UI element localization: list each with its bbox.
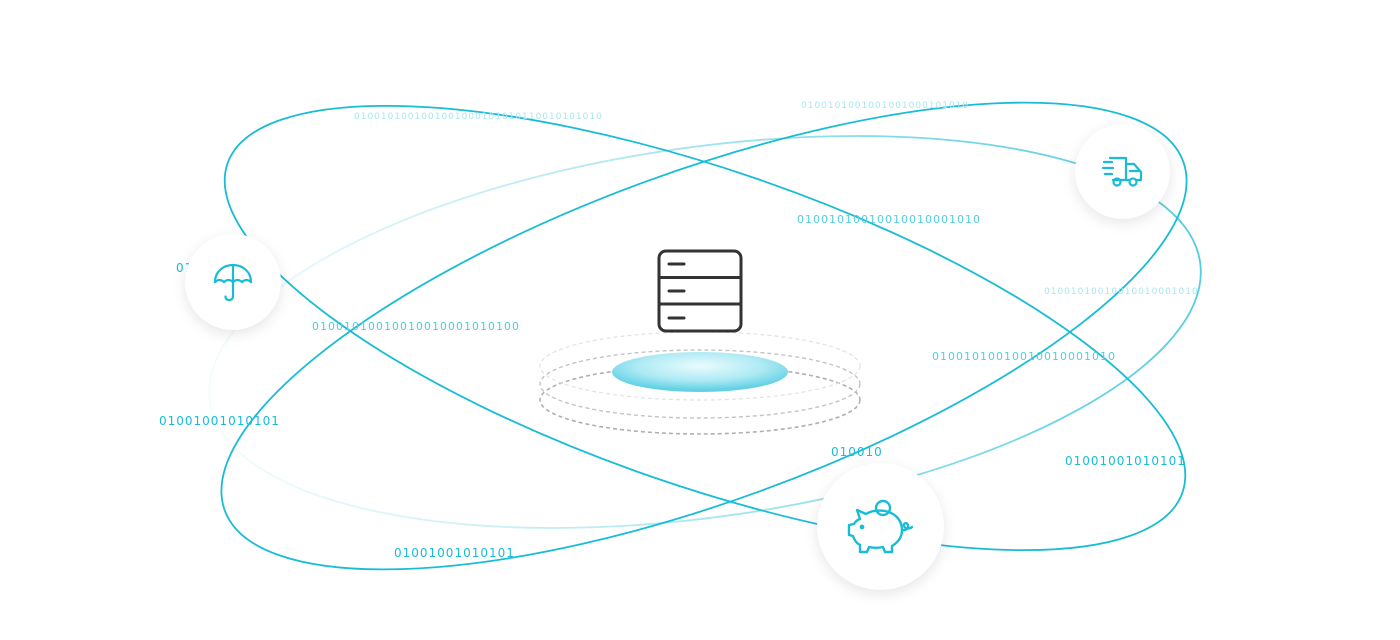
piggy-bank-icon	[847, 499, 913, 553]
binary-string: 01001010010010010001010100	[312, 320, 520, 333]
binary-string: 01001010010010010001010	[1044, 287, 1199, 297]
umbrella-icon	[213, 263, 253, 302]
binary-string: 010010	[831, 445, 883, 459]
binary-string: 01001001010101	[1065, 454, 1186, 468]
umbrella-node[interactable]	[185, 234, 281, 330]
binary-string: 01001001010101	[159, 414, 280, 428]
server-icon	[657, 249, 743, 333]
delivery-truck-icon	[1101, 156, 1142, 187]
orbit-faint	[208, 135, 1202, 529]
binary-string: 0100101001001001000101010	[801, 101, 970, 111]
orbit-b	[220, 101, 1188, 571]
binary-string: 0100101001001001000101010110010101010	[354, 112, 603, 122]
binary-string: 01001010010010010001010	[797, 213, 981, 226]
savings-node[interactable]	[817, 463, 944, 590]
delivery-node[interactable]	[1075, 124, 1170, 219]
platform-disc	[612, 352, 788, 392]
binary-string: 01001001010101	[394, 546, 515, 560]
orbit-a	[223, 104, 1187, 552]
binary-string: 01001010010010010001010	[932, 350, 1116, 363]
